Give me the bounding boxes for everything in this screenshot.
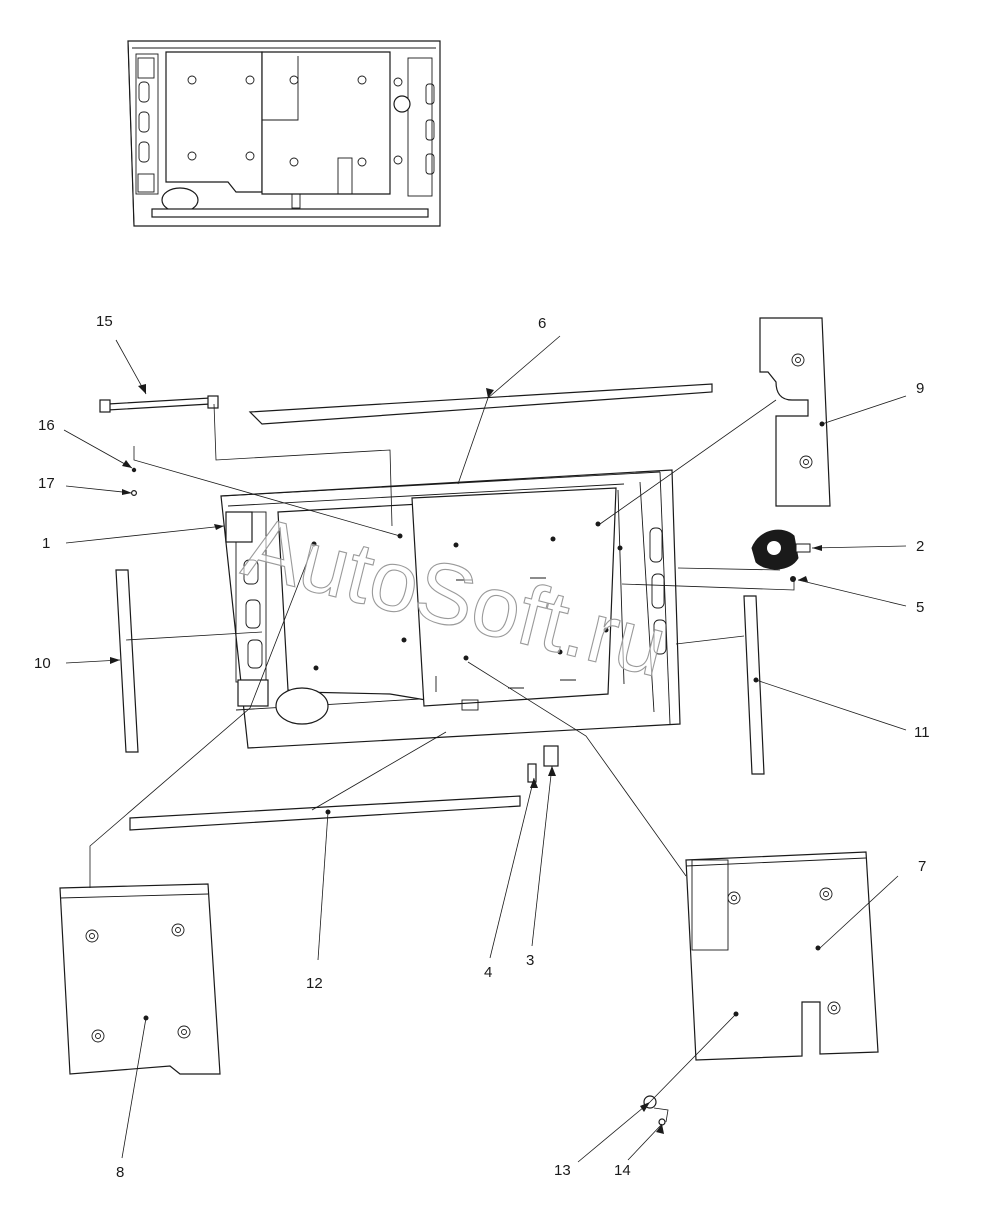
part-10-left-strip xyxy=(115,569,139,753)
callout-3: 3 xyxy=(526,952,534,969)
main-housing-assembly xyxy=(220,469,681,749)
callout-5: 5 xyxy=(916,599,924,616)
callout-9: 9 xyxy=(916,380,924,397)
callout-12: 12 xyxy=(306,975,323,992)
callout-17: 17 xyxy=(38,475,55,492)
leader-dots xyxy=(143,421,825,1021)
part-2-fan xyxy=(751,529,811,570)
callout-7: 7 xyxy=(918,858,926,875)
callout-1: 1 xyxy=(42,535,50,552)
callout-15: 15 xyxy=(96,313,113,330)
leader-lines xyxy=(63,335,907,1163)
part-3-connector xyxy=(543,745,559,767)
part-12-bottom-rail xyxy=(129,795,521,831)
part-16-screw xyxy=(131,467,137,473)
part-7-cover-plate xyxy=(685,851,879,1061)
part-11-right-strip xyxy=(743,595,765,775)
assembled-overview xyxy=(127,40,441,227)
callout-16: 16 xyxy=(38,417,55,434)
callout-labels: 15 6 9 16 17 1 2 5 10 11 7 4 3 12 8 13 1… xyxy=(34,313,930,1181)
callout-13: 13 xyxy=(554,1162,571,1179)
part-8-cover-plate xyxy=(59,883,221,1075)
arrowheads xyxy=(110,384,822,1134)
callout-4: 4 xyxy=(484,964,492,981)
part-6-top-rail xyxy=(248,383,713,425)
part-17-washer xyxy=(131,490,138,497)
callout-8: 8 xyxy=(116,1164,124,1181)
part-15-rod xyxy=(99,395,219,413)
part-4-connector xyxy=(527,763,537,783)
callout-10: 10 xyxy=(34,655,51,672)
callout-14: 14 xyxy=(614,1162,631,1179)
callout-11: 11 xyxy=(914,724,930,741)
part-9-bracket xyxy=(759,317,831,507)
callout-6: 6 xyxy=(538,315,546,332)
part-5-screw xyxy=(790,576,796,582)
callout-2: 2 xyxy=(916,538,924,555)
